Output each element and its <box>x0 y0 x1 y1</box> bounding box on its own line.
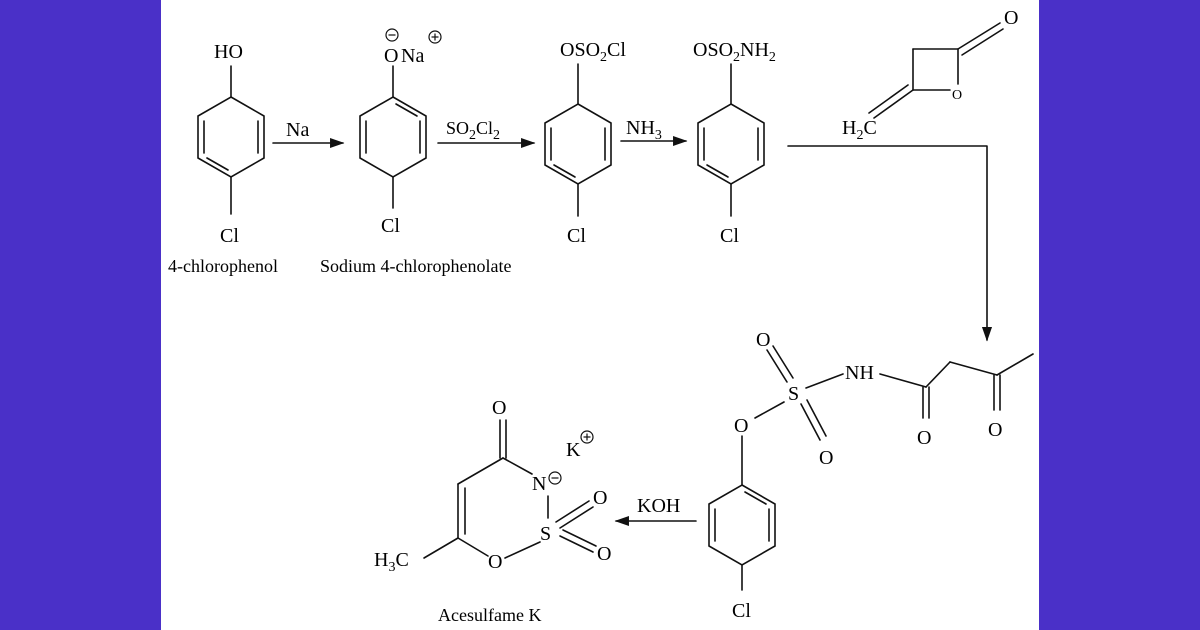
compound-aryl-chlorosulfate: OSO2Cl Cl <box>544 39 626 247</box>
methylene-group: H2C <box>842 117 877 143</box>
left-band <box>0 0 161 630</box>
sulfonyl-oxygen-bottom: O <box>597 543 611 565</box>
diketene-carbonyl-oxygen: O <box>1004 7 1018 29</box>
diketene-ring-oxygen: O <box>952 88 962 103</box>
benzene-ring-5 <box>708 484 776 566</box>
benzene-ring-3 <box>544 103 612 185</box>
ring-sulfur: S <box>540 523 551 545</box>
sulfonyl-oxygen-top: O <box>593 487 607 509</box>
carbonyl-oxygen: O <box>492 397 506 419</box>
ester-oxygen: O <box>734 415 748 437</box>
sodium-label: Na <box>401 45 424 67</box>
hydroxy-label: HO <box>214 41 243 63</box>
reaction-arrow-4 <box>787 145 993 342</box>
reaction-arrow-2: SO2Cl2 <box>437 118 536 149</box>
sulfonyl-oxygen-2: O <box>819 447 833 469</box>
compound-4-chlorophenol: HO Cl 4-chlorophenol <box>168 41 278 276</box>
reaction-arrow-1: Na <box>272 119 345 149</box>
compound-sodium-4-chlorophenolate: O Na Cl Sodium 4-chlorophenolate <box>320 28 511 276</box>
reagent-koh: KOH <box>637 495 680 517</box>
benzene-ring-4 <box>697 103 765 185</box>
compound-aryl-sulfamate: OSO2NH2 Cl <box>693 39 776 247</box>
chloro-label-1: Cl <box>220 225 239 247</box>
sulfur-label: S <box>788 383 799 405</box>
compound-name-4-chlorophenol: 4-chlorophenol <box>168 256 278 276</box>
phenolate-oxygen: O <box>384 45 398 67</box>
chloro-label-3: Cl <box>567 225 586 247</box>
compound-acetoacetamide-intermediate: Cl O S O O NH O O <box>708 329 1034 622</box>
sulfonyl-oxygen-1: O <box>756 329 770 351</box>
reagent-ammonia: NH3 <box>626 117 662 143</box>
compound-acesulfame-k: O H3C N S O O O K Acesulfame K <box>374 397 611 625</box>
reagent-sulfuryl-chloride: SO2Cl2 <box>446 118 500 143</box>
methyl-group: H3C <box>374 549 409 575</box>
ketone-oxygen: O <box>988 419 1002 441</box>
right-band <box>1039 0 1200 630</box>
chlorosulfate-group: OSO2Cl <box>560 39 626 65</box>
benzene-ring-2 <box>359 96 427 178</box>
chloro-label-5: Cl <box>732 600 751 622</box>
reagent-sodium: Na <box>286 119 309 141</box>
reaction-arrow-3: NH3 <box>620 117 688 147</box>
chloro-label-2: Cl <box>381 215 400 237</box>
benzene-ring-1 <box>197 96 265 178</box>
compound-name-sodium-phenolate: Sodium 4-chlorophenolate <box>320 256 511 276</box>
compound-name-acesulfame-k: Acesulfame K <box>438 605 541 625</box>
potassium-label: K <box>566 439 581 461</box>
amide-carbonyl-oxygen: O <box>917 427 931 449</box>
chloro-label-4: Cl <box>720 225 739 247</box>
ring-nitrogen: N <box>532 473 546 495</box>
ring-oxygen: O <box>488 551 502 573</box>
compound-diketene: O O H2C <box>842 7 1018 143</box>
amide-nh-label: NH <box>845 362 874 384</box>
sulfamate-group: OSO2NH2 <box>693 39 776 65</box>
reaction-arrow-5: KOH <box>614 495 697 527</box>
